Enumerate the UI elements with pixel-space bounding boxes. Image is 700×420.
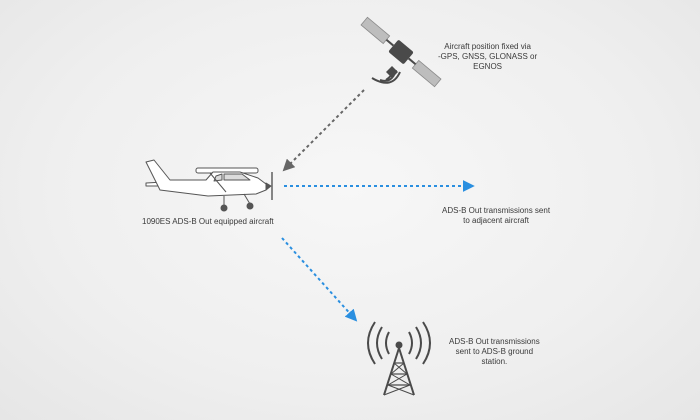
label-line: sent to ADS-B ground bbox=[455, 347, 534, 356]
label-line: station. bbox=[481, 357, 508, 366]
label-line: Aircraft position fixed via bbox=[444, 42, 531, 51]
label-line: 1090ES ADS-B Out equipped aircraft bbox=[142, 217, 274, 226]
label-line: ADS-B Out transmissions bbox=[449, 337, 540, 346]
aircraft-icon bbox=[145, 159, 273, 212]
label-line: -GPS, GNSS, GLONASS or bbox=[438, 52, 538, 61]
label-line: ADS-B Out transmissions sent bbox=[442, 206, 551, 215]
gps-link-arrow bbox=[282, 89, 365, 172]
satellite-icon bbox=[360, 16, 442, 88]
adsb-air-to-ground-arrow bbox=[281, 237, 358, 322]
aircraft-label: 1090ES ADS-B Out equipped aircraft bbox=[142, 217, 274, 227]
radio-tower-icon bbox=[367, 321, 431, 396]
ground-station-label: ADS-B Out transmissions sent to ADS-B gr… bbox=[449, 337, 540, 367]
adjacent-aircraft-label: ADS-B Out transmissions sent to adjacent… bbox=[442, 206, 550, 226]
label-line: EGNOS bbox=[473, 62, 503, 71]
label-line: to adjacent aircraft bbox=[463, 216, 529, 225]
satellite-position-label: Aircraft position fixed via -GPS, GNSS, … bbox=[438, 42, 537, 72]
